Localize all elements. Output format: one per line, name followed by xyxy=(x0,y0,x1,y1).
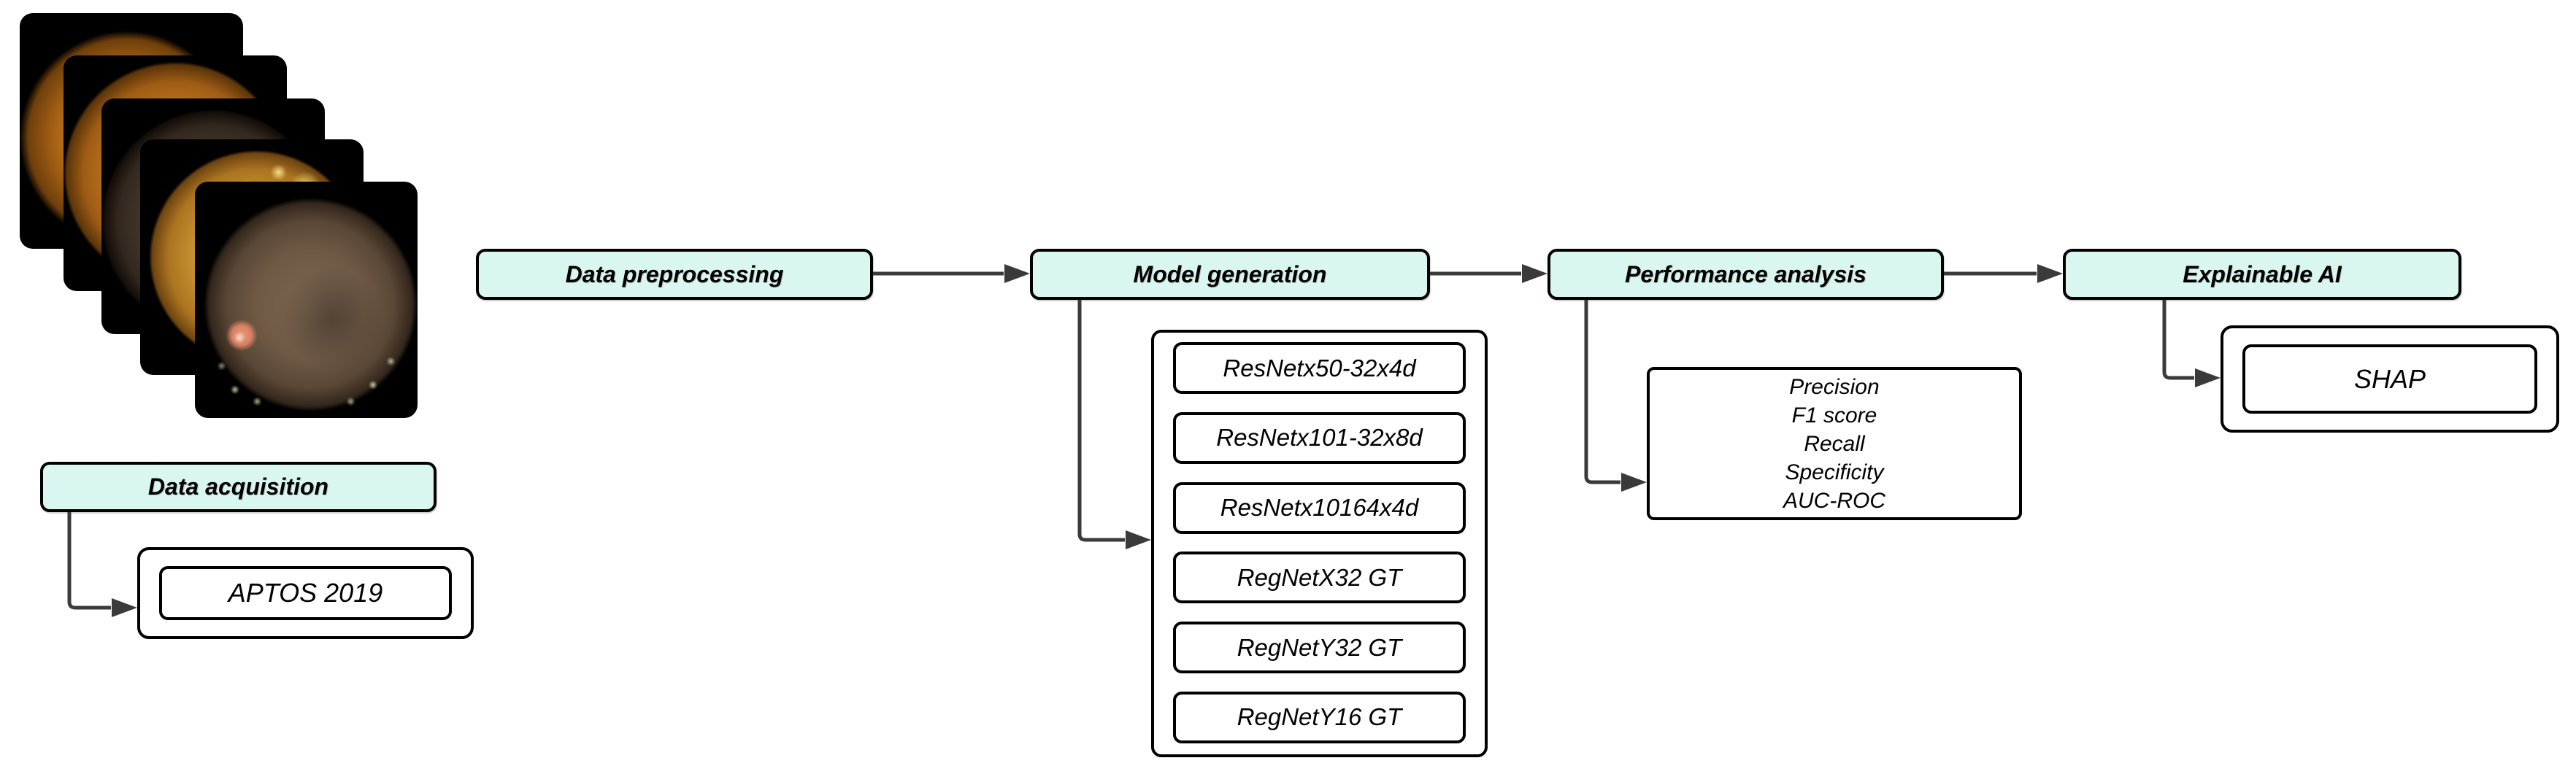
metric-auc-roc: AUC-ROC xyxy=(1783,488,1885,513)
metric-precision: Precision xyxy=(1789,374,1880,399)
arrow-explainable-to-shap xyxy=(2162,300,2221,387)
stage-data-acquisition-label: Data acquisition xyxy=(147,473,329,500)
model-box-resnext50: ResNetx50-32x4d xyxy=(1173,342,1466,394)
model-list-container: ResNetx50-32x4d ResNetx101-32x8d ResNetx… xyxy=(1151,330,1488,757)
model-box-resnext101-32x8d: ResNetx101-32x8d xyxy=(1173,411,1466,464)
arrow-preprocessing-to-model-generation xyxy=(873,264,1030,283)
stage-performance-analysis: Performance analysis xyxy=(1547,249,1944,300)
arrow-performance-to-metrics xyxy=(1584,300,1647,492)
stage-performance-analysis-label: Performance analysis xyxy=(1625,260,1866,287)
model-label: ResNetx101-32x8d xyxy=(1216,424,1423,452)
model-label: RegNetX32 GT xyxy=(1237,563,1402,591)
model-box-regnetx32: RegNetX32 GT xyxy=(1173,552,1466,604)
arrow-model-generation-to-model-list xyxy=(1077,300,1151,549)
xai-method-label: SHAP xyxy=(2353,363,2426,394)
model-label: ResNetx10164x4d xyxy=(1220,494,1419,522)
model-box-regnety32: RegNetY32 GT xyxy=(1173,622,1466,674)
stage-data-preprocessing: Data preprocessing xyxy=(476,249,873,300)
stage-data-preprocessing-label: Data preprocessing xyxy=(565,260,784,287)
dataset-box: APTOS 2019 xyxy=(137,547,474,639)
dataset-label: APTOS 2019 xyxy=(228,578,383,608)
model-box-regnety16: RegNetY16 GT xyxy=(1173,691,1466,743)
model-label: RegNetY32 GT xyxy=(1237,633,1402,661)
model-box-resnext101-64x4d: ResNetx10164x4d xyxy=(1173,481,1466,534)
model-label: RegNetY16 GT xyxy=(1237,703,1402,731)
xai-method-box-inner: SHAP xyxy=(2242,344,2537,414)
stage-data-acquisition: Data acquisition xyxy=(40,462,437,512)
metric-f1-score: F1 score xyxy=(1791,403,1877,428)
metrics-box: Precision F1 score Recall Specificity AU… xyxy=(1647,367,2022,520)
stage-model-generation: Model generation xyxy=(1030,249,1430,300)
metric-recall: Recall xyxy=(1804,431,1865,456)
xai-method-box: SHAP xyxy=(2221,325,2559,433)
arrow-performance-to-explainable xyxy=(1944,264,2063,283)
stage-model-generation-label: Model generation xyxy=(1133,260,1327,287)
arrow-acquisition-to-aptos xyxy=(67,512,137,617)
arrow-model-generation-to-performance xyxy=(1430,264,1547,283)
fundus-image-5 xyxy=(195,182,418,418)
stage-explainable-ai-label: Explainable AI xyxy=(2183,260,2342,287)
stage-explainable-ai: Explainable AI xyxy=(2063,249,2461,300)
dataset-box-inner: APTOS 2019 xyxy=(159,566,452,620)
metric-specificity: Specificity xyxy=(1785,460,1884,484)
model-label: ResNetx50-32x4d xyxy=(1223,354,1416,382)
